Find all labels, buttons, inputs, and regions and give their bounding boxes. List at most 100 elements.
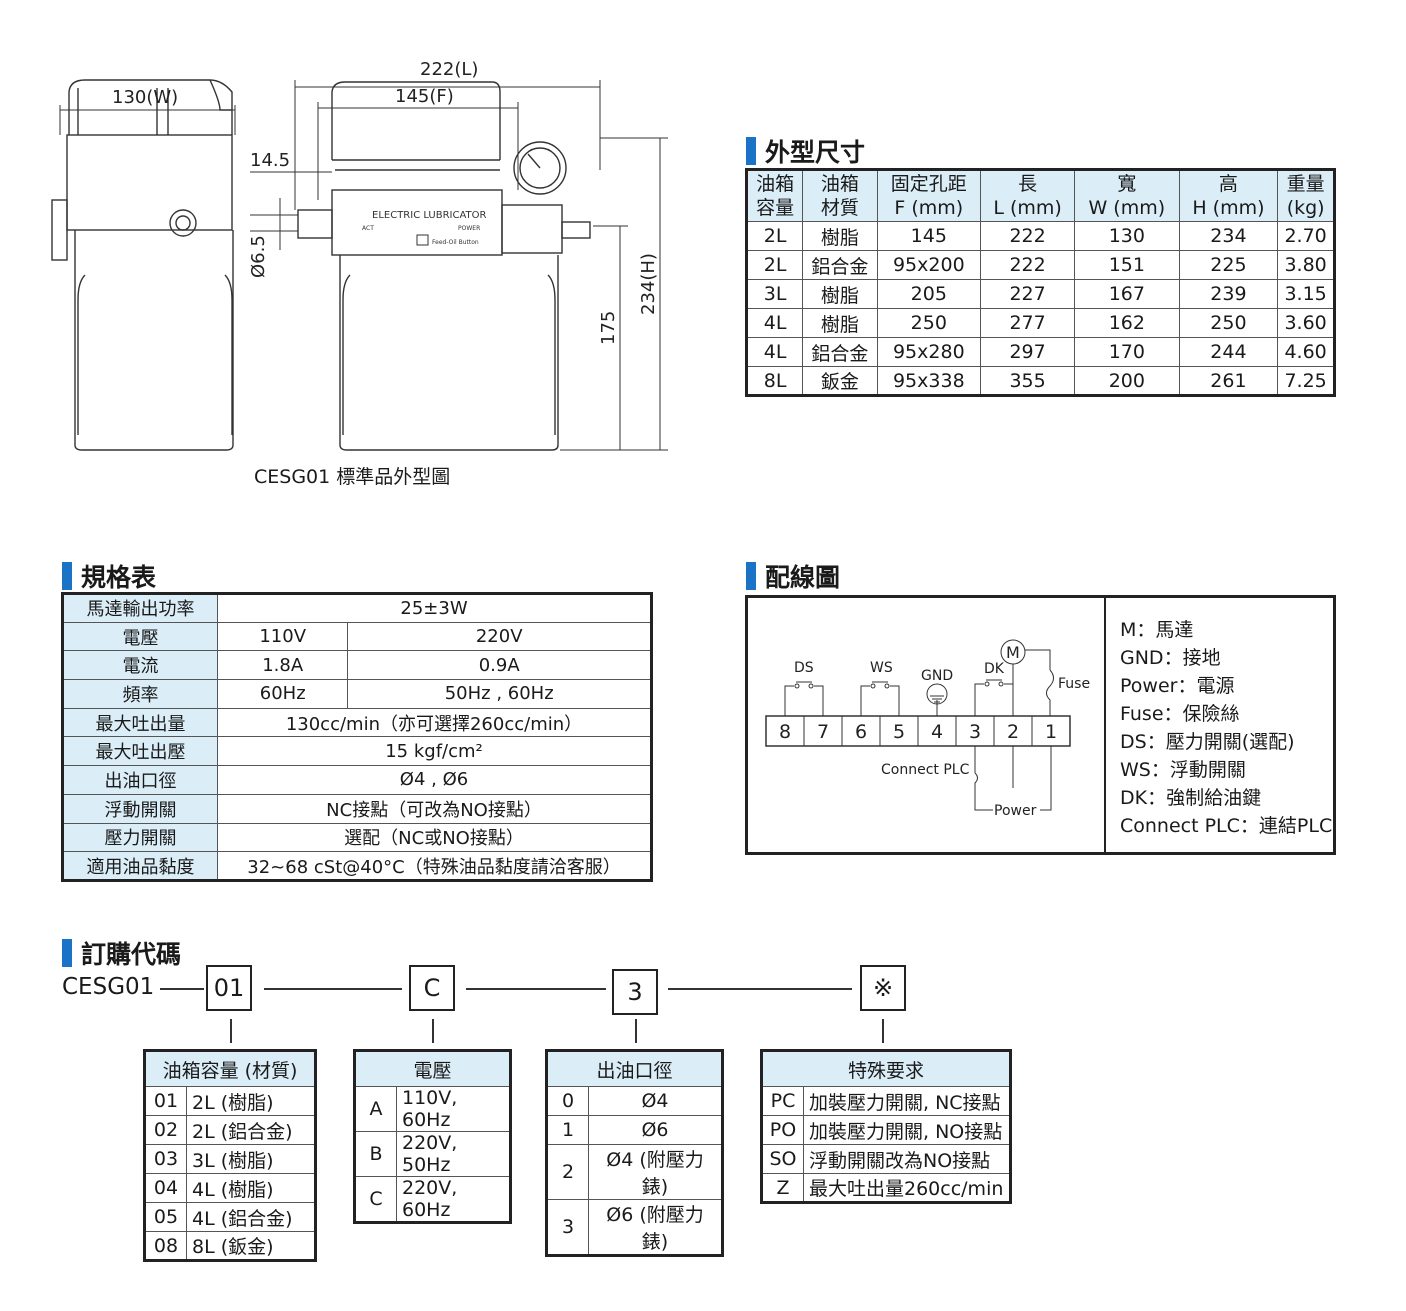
legend-item: DK：強制給油鍵: [1120, 787, 1262, 809]
dim-cell: 250: [1178, 308, 1279, 338]
order-code-cell: 0: [546, 1086, 589, 1116]
order-desc-cell: 3L (樹脂): [186, 1144, 316, 1174]
order-code-cell: 03: [144, 1144, 187, 1174]
dim-cell: 樹脂: [802, 308, 878, 338]
spec-label: 馬達輸出功率: [62, 593, 218, 623]
dimensions-title: 外型尺寸: [765, 138, 866, 167]
order-code-cell: 04: [144, 1173, 187, 1203]
dim-cell: 3.80: [1277, 250, 1335, 280]
dim-cell: 250: [876, 308, 982, 338]
spec-label: 最大吐出量: [62, 707, 218, 738]
order-code-cell: 1: [546, 1115, 589, 1145]
order-desc-cell: 110V, 60Hz: [396, 1086, 511, 1132]
code-special: ※: [860, 965, 906, 1011]
heading-bar: [746, 137, 756, 165]
dim-cell: 3.15: [1277, 279, 1335, 309]
order-code-cell: A: [354, 1086, 397, 1132]
order-desc-cell: Ø4 (附壓力錶): [588, 1144, 723, 1200]
table-header-row: 油箱容量 (材質): [144, 1050, 316, 1087]
spec-value: 0.9A: [347, 650, 652, 681]
dim-cell: 4.60: [1277, 337, 1335, 367]
wiring-divider: [1104, 598, 1106, 852]
order-desc-cell: Ø6 (附壓力錶): [588, 1199, 723, 1256]
order-desc-cell: Ø4: [588, 1086, 723, 1116]
order-desc-cell: 220V, 60Hz: [396, 1176, 511, 1223]
dim-cell: 170: [1074, 337, 1180, 367]
order-desc-cell: 浮動開關改為NO接點: [803, 1144, 1011, 1174]
dim-cell: 277: [980, 308, 1076, 338]
motor-label: M: [1006, 643, 1020, 662]
order-desc-cell: 加裝壓力開關, NC接點: [803, 1086, 1011, 1116]
spec-value: NC接點（可改為NO接點）: [217, 793, 652, 824]
dim-header: 油箱 容量: [745, 169, 804, 222]
ws-label: WS: [870, 660, 893, 676]
dim-offset: 14.5: [250, 150, 290, 171]
dim-header: 油箱 材質: [802, 169, 878, 222]
order-model: CESG01: [62, 974, 155, 1000]
terminal-label: 6: [855, 721, 867, 743]
dim-fixing: 145(F): [395, 86, 454, 107]
order-code-cell: SO: [761, 1144, 804, 1174]
spec-value: 130cc/min（亦可選擇260cc/min）: [217, 707, 652, 738]
order-code-cell: 3: [546, 1199, 589, 1256]
legend-item: Connect PLC：連結PLC: [1120, 815, 1333, 837]
act-label: ACT: [362, 225, 374, 232]
dim-cell: 225: [1178, 250, 1279, 280]
dimensions-table: 油箱 容量油箱 材質固定孔距 F (mm)長 L (mm)寬 W (mm)高 H…: [745, 168, 1336, 397]
terminal-label: 3: [969, 721, 981, 743]
spec-value: Ø4 , Ø6: [217, 765, 652, 795]
terminal-label: 2: [1007, 721, 1019, 743]
terminal-label: 7: [817, 721, 829, 743]
spec-label: 頻率: [62, 679, 218, 709]
order-code-cell: PO: [761, 1115, 804, 1145]
order-code-cell: 05: [144, 1202, 187, 1232]
spec-label: 最大吐出壓: [62, 736, 218, 767]
legend-item: GND：接地: [1120, 647, 1221, 669]
order-table-header: 油箱容量 (材質): [144, 1050, 316, 1087]
spec-label: 電壓: [62, 621, 218, 652]
specs-heading: 規格表: [62, 558, 156, 594]
plc-label: Connect PLC: [881, 762, 970, 778]
gnd-label: GND: [921, 668, 953, 684]
order-table-header: 特殊要求: [761, 1050, 1011, 1087]
legend-item: Power：電源: [1120, 675, 1235, 697]
dim-cell: 222: [980, 250, 1076, 280]
order-table-header: 電壓: [354, 1050, 511, 1087]
dim-cell: 162: [1074, 308, 1180, 338]
terminal-label: 8: [779, 721, 791, 743]
order-desc-cell: 220V, 50Hz: [396, 1131, 511, 1177]
dim-header: 高 H (mm): [1178, 169, 1279, 222]
heading-bar: [62, 562, 72, 590]
dim-cell: 鋁合金: [802, 250, 878, 280]
table-header-row: 電壓: [354, 1050, 511, 1087]
terminal-label: 1: [1045, 721, 1057, 743]
spec-label: 電流: [62, 650, 218, 681]
order-code-cell: 2: [546, 1144, 589, 1200]
spec-label: 出油口徑: [62, 765, 218, 795]
dim-cell: 95x338: [876, 366, 982, 396]
dim-cell: 8L: [745, 366, 804, 396]
dim-cell: 95x280: [876, 337, 982, 367]
fuse-label: Fuse: [1058, 676, 1090, 692]
spec-value: 32~68 cSt@40°C（特殊油品黏度請洽客服）: [217, 851, 652, 881]
ds-label: DS: [794, 660, 814, 676]
dim-cell: 244: [1178, 337, 1279, 367]
spec-value: 220V: [347, 621, 652, 652]
order-desc-cell: 2L (鋁合金): [186, 1115, 316, 1145]
spec-value: 110V: [216, 621, 349, 652]
